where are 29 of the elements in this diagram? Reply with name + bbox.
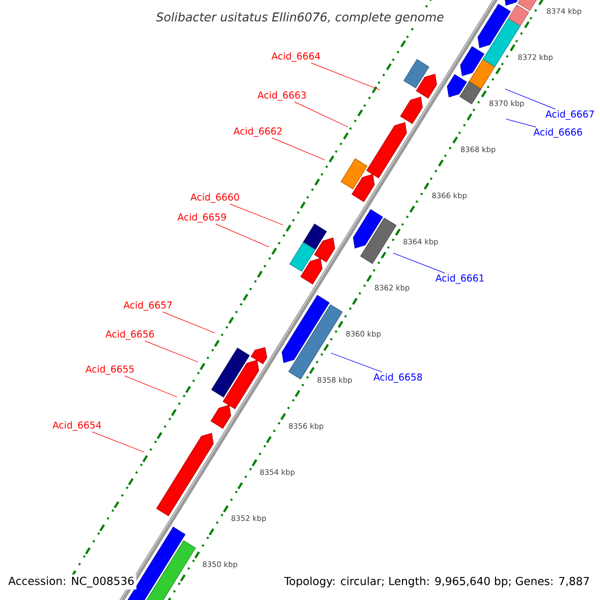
leader-line bbox=[124, 376, 178, 398]
leader-line bbox=[92, 432, 144, 452]
leader-line bbox=[272, 138, 326, 160]
gene-label: Acid_6654 bbox=[52, 421, 102, 431]
gene-label: Acid_6664 bbox=[272, 52, 320, 62]
gene-label: Acid_6661 bbox=[436, 274, 484, 284]
leader-line bbox=[230, 204, 284, 226]
gene-label: Acid_6656 bbox=[106, 330, 154, 340]
gene-label: Acid_6667 bbox=[546, 110, 594, 120]
accession-text: Accession: NC_008536 bbox=[6, 574, 136, 590]
leader-line bbox=[162, 312, 216, 334]
gene-label: Acid_6657 bbox=[124, 301, 172, 311]
leader-line bbox=[215, 224, 270, 248]
leader-line bbox=[310, 62, 380, 90]
leader-line bbox=[294, 102, 348, 128]
leader-line bbox=[506, 118, 536, 128]
gene-label: Acid_6658 bbox=[374, 373, 422, 383]
gene-label: Acid_6663 bbox=[258, 91, 306, 101]
leader-line bbox=[330, 352, 382, 372]
gene-label: Acid_6662 bbox=[234, 127, 282, 137]
gene-label: Acid_6655 bbox=[86, 365, 134, 375]
gene-label: Acid_6660 bbox=[190, 193, 239, 203]
gene-label: Acid_6659 bbox=[178, 213, 226, 223]
leader-line bbox=[144, 340, 198, 362]
genome-info-text: Topology: circular; Length: 9,965,640 bp; Genes: 7,887 bbox=[282, 574, 592, 590]
leader-line bbox=[504, 88, 556, 110]
gene-label: Acid_6666 bbox=[534, 128, 582, 138]
leader-line bbox=[392, 252, 446, 274]
title: Solibacter usitatus Ellin6076, complete genome bbox=[154, 10, 446, 26]
